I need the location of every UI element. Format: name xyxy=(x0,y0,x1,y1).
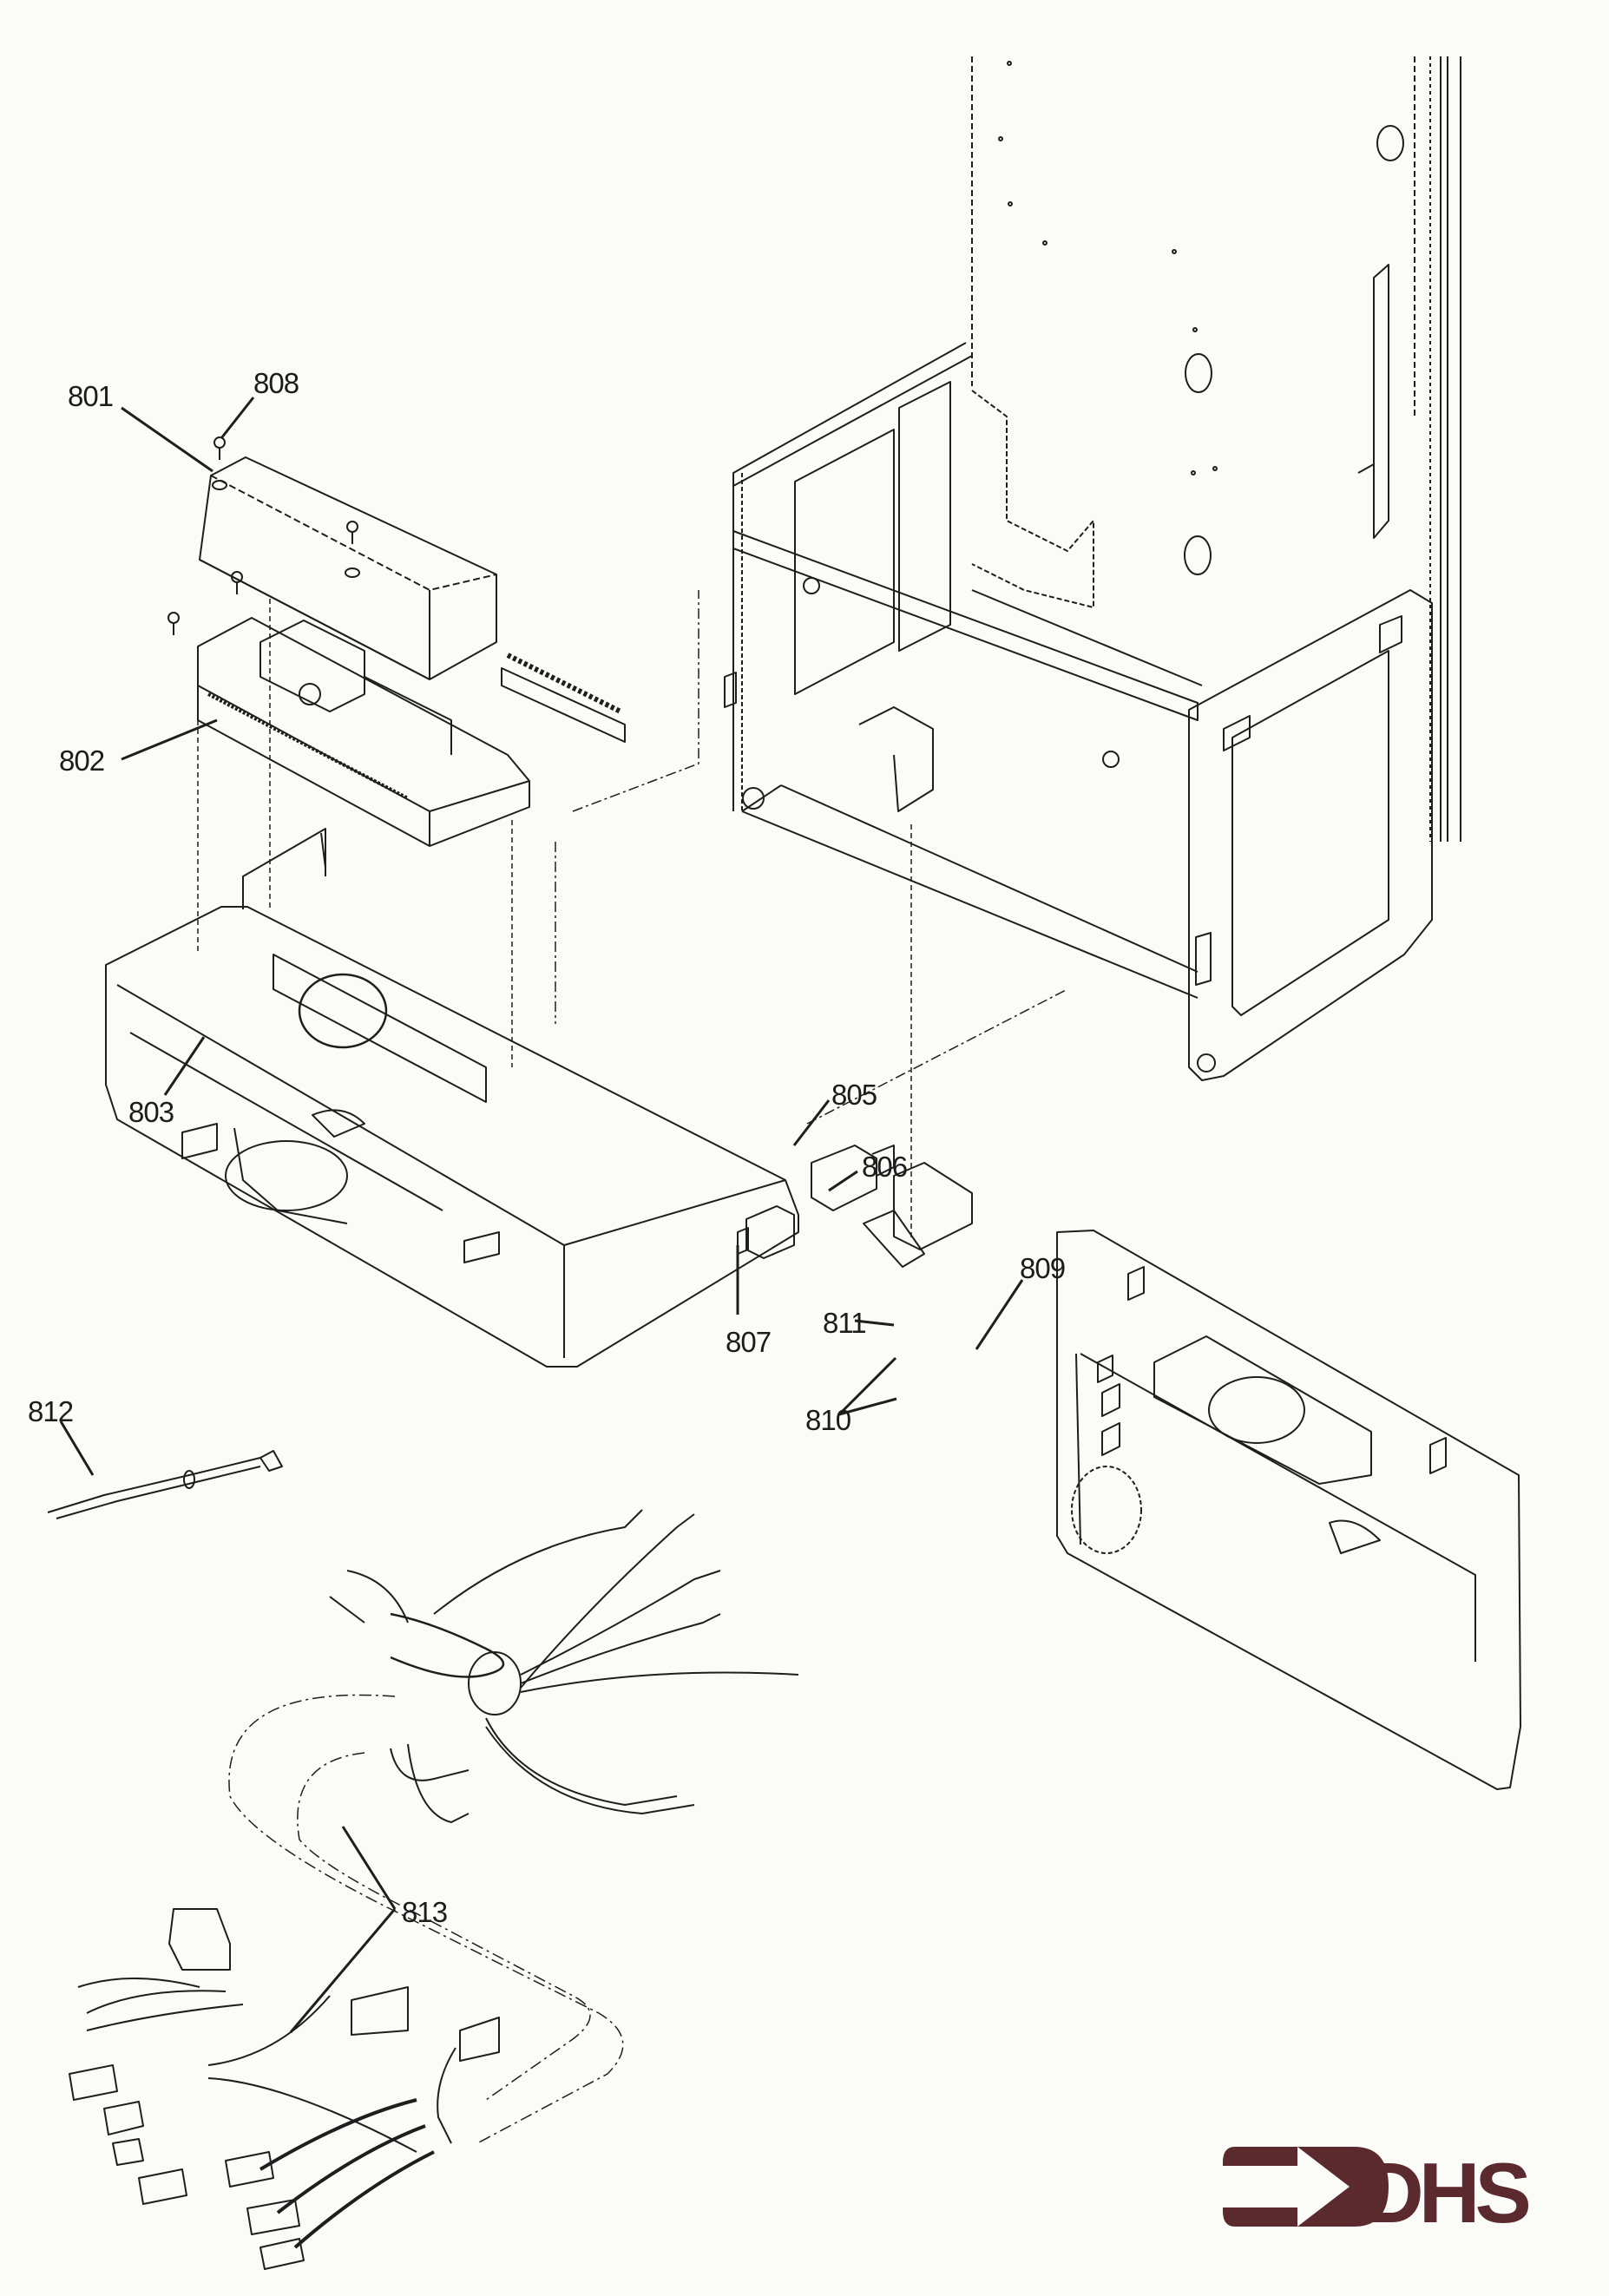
part-807-switch xyxy=(737,1205,795,1259)
label-810: 810 xyxy=(805,1404,851,1436)
label-805: 805 xyxy=(831,1079,877,1111)
label-812: 812 xyxy=(28,1395,74,1427)
label-807: 807 xyxy=(726,1326,772,1358)
leader-810b xyxy=(838,1397,897,1416)
label-803: 803 xyxy=(128,1096,174,1128)
leader-802 xyxy=(121,718,218,761)
leader-801 xyxy=(121,406,213,473)
leader-812 xyxy=(59,1420,95,1476)
part-806-relay xyxy=(863,1162,973,1268)
leader-803 xyxy=(163,1036,206,1096)
label-801: 801 xyxy=(68,380,114,412)
dhs-logo-text: DHS xyxy=(1363,2145,1532,2240)
leader-808 xyxy=(220,397,255,439)
leader-813b xyxy=(289,1908,397,2033)
part-812-sensor-lead xyxy=(47,1450,283,1519)
part-813-harness xyxy=(69,1509,799,2270)
part-803-housing xyxy=(105,590,1068,1368)
leader-lines xyxy=(59,397,1024,2033)
label-806: 806 xyxy=(862,1151,908,1183)
label-808: 808 xyxy=(253,367,299,399)
part-801-cover xyxy=(199,456,497,680)
leader-813a xyxy=(341,1826,397,1910)
dhs-logo-arrow-icon xyxy=(1223,2147,1389,2227)
label-811: 811 xyxy=(823,1307,867,1339)
leader-810a xyxy=(837,1356,897,1416)
label-813: 813 xyxy=(402,1896,448,1928)
part-802-pcb xyxy=(197,617,530,847)
leader-811 xyxy=(854,1319,895,1327)
label-802: 802 xyxy=(59,745,105,777)
chassis-frame xyxy=(724,56,1461,1081)
leader-806 xyxy=(828,1170,858,1192)
leader-809 xyxy=(975,1279,1024,1350)
part-808-screws xyxy=(167,436,358,635)
part-805-connector xyxy=(811,1145,895,1211)
front-panel xyxy=(1056,1230,1521,1790)
label-809: 809 xyxy=(1020,1252,1066,1284)
terminal-block xyxy=(501,653,626,743)
leader-805 xyxy=(792,1099,831,1146)
